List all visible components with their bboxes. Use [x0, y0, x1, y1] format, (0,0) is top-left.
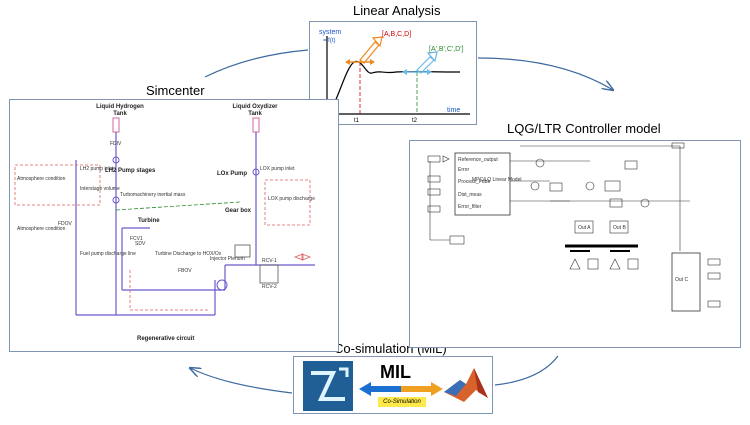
turbine-label: Turbine: [138, 218, 160, 224]
matrices-2: [A',B',C',D']: [429, 46, 464, 53]
arrow-controller-to-cosim: [494, 355, 559, 386]
label-rcv2: RCV-2: [262, 284, 277, 290]
lox-tank-label: Liquid Oxydizer: [232, 104, 278, 110]
regenerative-circuit-label: Regenerative circuit: [137, 336, 194, 342]
simcenter-logo-icon: [311, 367, 349, 401]
label-interstage: Interstage volume: [80, 186, 120, 192]
ctrl-out-b: Out B: [613, 225, 626, 231]
label-lox-inlet: LOX pump inlet: [260, 166, 295, 172]
ctrl-out-c: Out C: [675, 277, 688, 283]
label-atm-2: Atmosphere condition: [17, 226, 66, 232]
matrices-1: [A,B,C,D]: [382, 31, 411, 38]
arrow-linear-to-controller: [477, 57, 613, 90]
y-axis-expr: = f(t): [323, 38, 336, 44]
simcenter-logo: [303, 361, 353, 411]
matlab-logo: [442, 362, 490, 410]
label-fdiv: FDIV: [110, 141, 122, 147]
ctrl-label-1: Error: [458, 167, 469, 173]
label-atm-1: Atmosphere condition: [17, 176, 66, 182]
t1-label: t1: [354, 118, 360, 124]
ctrl-label-4: Error_filter: [458, 204, 482, 210]
cosim-panel: MIL Co-Simulation: [293, 356, 493, 414]
linear-analysis-panel: system = f(t) time t1 t2 [A,B,C,D] [A',B…: [309, 21, 477, 125]
cosim-badge: Co-Simulation: [378, 397, 426, 407]
y-axis-label: system: [319, 29, 341, 36]
ctrl-label-3: Dist_meas: [458, 192, 482, 198]
ctrl-out-a: Out A: [578, 225, 591, 231]
response-curve: [329, 60, 461, 113]
bidirectional-arrow: [359, 382, 443, 396]
label-turbomachinery: Turbomachinery inertial mass: [120, 192, 186, 198]
label-injector: Injector Plenum: [210, 256, 245, 262]
linear-analysis-plot: system = f(t) time t1 t2 [A,B,C,D] [A',B…: [319, 29, 470, 124]
matlab-logo-icon: [444, 368, 488, 402]
ctrl-label-5: MPC/LQ Linear Model: [472, 177, 521, 183]
arrow-cosim-to-simcenter: [190, 368, 293, 394]
label-fbov: FBOV: [178, 268, 192, 274]
label-fuel-discharge: Fuel pump discharge line: [80, 251, 136, 257]
label-lh2-inlet: LH2 pump inlet: [80, 166, 114, 172]
lox-pump-label: LOx Pump: [217, 171, 247, 177]
simcenter-title: Simcenter: [146, 83, 205, 98]
label-sdv: SDV: [135, 241, 146, 247]
label-fcv1: FCV1: [130, 236, 143, 242]
controller-panel: Reference_output Error Process_Fdbk Dist…: [409, 140, 741, 348]
label-fdov: FDOV: [58, 221, 73, 227]
x-axis-label: time: [447, 107, 460, 114]
t2-label: t2: [412, 118, 418, 124]
arrow-simcenter-to-linear: [204, 49, 309, 78]
label-rcv1: RCV-1: [262, 258, 277, 264]
mil-text: MIL: [380, 362, 411, 382]
label-turbine-discharge: Turbine Discharge to HOX/Ox: [155, 251, 222, 257]
linear-analysis-title: Linear Analysis: [353, 3, 441, 18]
lh2-tank-label: Liquid Hydrogen: [96, 104, 144, 110]
controller-title: LQG/LTR Controller model: [507, 121, 661, 136]
lh2-pump-stages-label: LH2 Pump stages: [105, 168, 156, 174]
ctrl-label-0: Reference_output: [458, 157, 498, 163]
ctrl-label-2: Process_Fdbk: [458, 179, 490, 185]
gear-box-label: Gear box: [225, 208, 252, 214]
controller-block-diagram: Reference_output Error Process_Fdbk Dist…: [427, 142, 721, 312]
label-lox-discharge: LOX pump discharge: [268, 196, 315, 202]
